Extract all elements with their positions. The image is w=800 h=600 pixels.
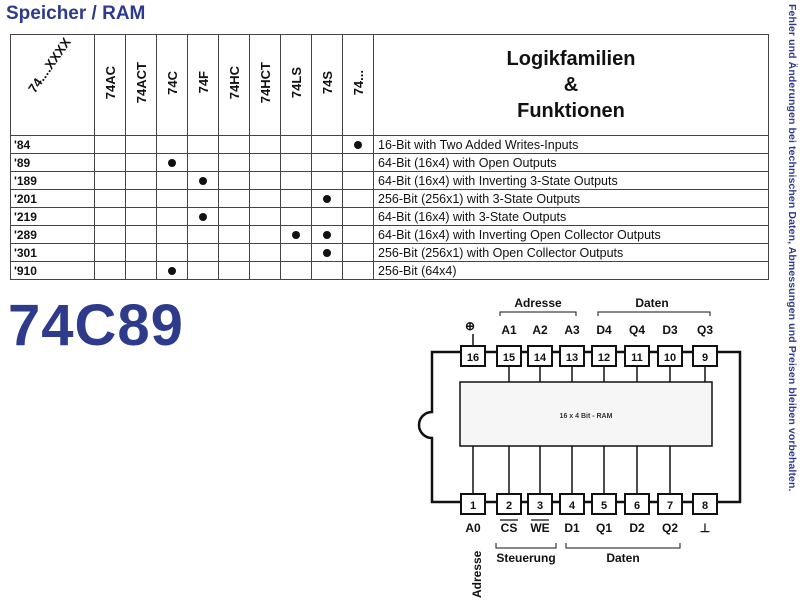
disclaimer-note: Fehler und Änderungen bei technischen Da…	[786, 4, 798, 492]
pin-label: D1	[564, 521, 580, 535]
pin-number: 6	[634, 500, 640, 512]
pin-label: Q3	[697, 323, 713, 337]
pin-box	[460, 345, 486, 367]
family-header: 74HCT	[249, 34, 281, 136]
row-code: '84	[10, 135, 95, 154]
function-header: Logikfamilien & Funktionen	[373, 34, 769, 136]
pin-label: D4	[596, 323, 612, 337]
pin-label: D2	[629, 521, 645, 535]
bracket-data-top	[597, 311, 711, 316]
pin-label: CS	[501, 521, 518, 535]
pin-number: 2	[506, 500, 512, 512]
family-header: 74LS	[280, 34, 312, 136]
logic-family-table: 74....XXXX 74AC 74ACT 74C 74F 74HC 74HCT…	[10, 34, 769, 280]
table-header-row: 74....XXXX 74AC 74ACT 74C 74F 74HC 74HCT…	[10, 34, 769, 136]
page-title: Speicher / RAM	[6, 3, 146, 24]
row-code: '189	[10, 171, 95, 190]
bracket-control	[495, 543, 557, 549]
pin-label: A2	[532, 323, 548, 337]
availability-dot	[199, 177, 207, 186]
bottom-vertical-label: Adresse	[470, 550, 484, 598]
ram-block	[459, 381, 713, 447]
availability-dot	[323, 195, 331, 204]
pin-number: 13	[566, 352, 578, 364]
pin-number: 9	[702, 352, 708, 364]
pin-label: Q2	[662, 521, 678, 535]
part-number: 74C89	[8, 293, 184, 358]
pin-number: 3	[537, 500, 543, 512]
chip-body	[417, 350, 742, 504]
pin-label: D3	[662, 323, 678, 337]
availability-dot	[199, 213, 207, 222]
availability-dot	[354, 141, 362, 150]
bottom-group-label-control: Steuerung	[496, 551, 555, 565]
pin-number: 4	[569, 500, 576, 512]
top-group-label-data: Daten	[635, 296, 668, 310]
vcc-icon: ⊕	[465, 319, 475, 333]
family-header: 74C	[156, 34, 188, 136]
pin-label: ⊥	[700, 521, 710, 535]
availability-dot	[168, 159, 176, 168]
availability-dot	[323, 249, 331, 258]
pin-number: 5	[601, 500, 607, 512]
bracket-data-bottom	[565, 543, 681, 549]
pin-number: 7	[667, 500, 673, 512]
bracket-address	[499, 311, 577, 316]
pin-group: 16 15 A1 14 A2 13 A3 12 D4 11 Q4 10 D3 9 Q3 1A0 2CS 3WE 4D…	[460, 323, 718, 535]
availability-dot	[323, 231, 331, 240]
family-header: 74S	[311, 34, 343, 136]
pin-number: 16	[467, 352, 479, 364]
ram-block-label: 16 x 4 Bit - RAM	[560, 413, 613, 420]
row-description: 256-Bit (64x4)	[373, 261, 769, 280]
corner-header-cell: 74....XXXX	[10, 34, 95, 136]
availability-dot	[168, 267, 176, 276]
pin-number: 12	[598, 352, 610, 364]
pin-label: Q1	[596, 521, 612, 535]
family-header: 74HC	[218, 34, 250, 136]
pin-number: 11	[631, 352, 643, 364]
family-header: 74AC	[94, 34, 126, 136]
pin-label: A0	[465, 521, 481, 535]
pin-label: WE	[530, 521, 549, 535]
pin-number: 10	[664, 352, 676, 364]
pin-box	[692, 493, 718, 515]
pin-number: 8	[702, 500, 708, 512]
top-group-label-address: Adresse	[514, 296, 562, 310]
pin-number: 1	[470, 500, 476, 512]
bottom-group-label-data: Daten	[606, 551, 639, 565]
availability-dot	[292, 231, 300, 240]
pin-label: Q4	[629, 323, 645, 337]
pin-label: A3	[564, 323, 580, 337]
pin-number: 14	[534, 352, 547, 364]
pin-label: A1	[501, 323, 517, 337]
pin-number: 15	[503, 352, 515, 364]
